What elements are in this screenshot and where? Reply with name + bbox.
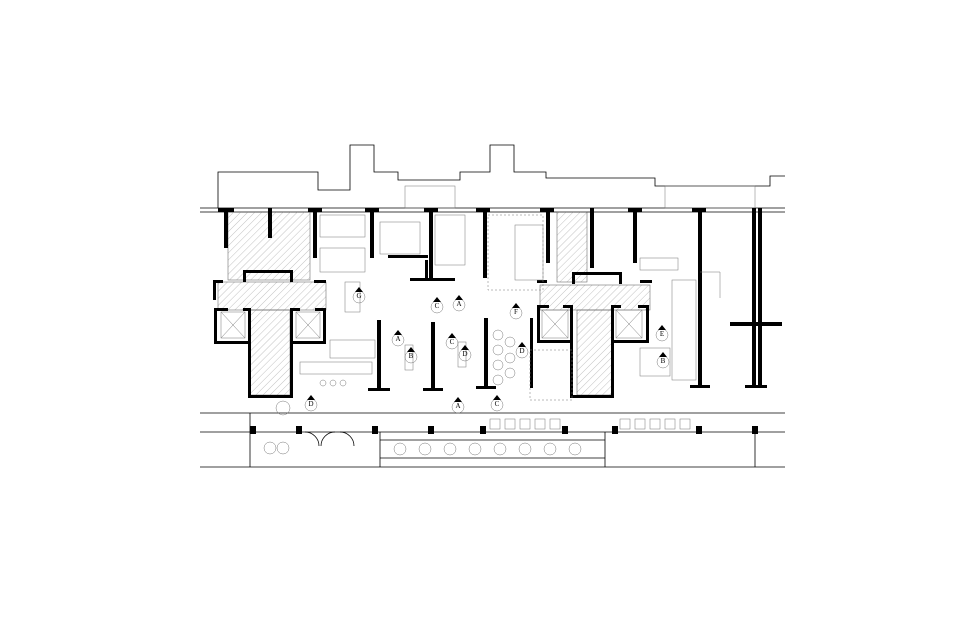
section-marker-arrow-icon bbox=[493, 395, 501, 400]
section-marker-letter: D bbox=[462, 350, 467, 358]
section-marker: C bbox=[430, 297, 444, 314]
section-marker-letter: C bbox=[435, 302, 440, 310]
section-marker-letter: G bbox=[356, 292, 361, 300]
furniture bbox=[299, 214, 721, 401]
section-marker-arrow-icon bbox=[455, 295, 463, 300]
section-marker-arrow-icon bbox=[454, 397, 462, 402]
section-marker-letter: C bbox=[450, 338, 455, 346]
section-marker: G bbox=[352, 287, 366, 304]
hatched-cores bbox=[217, 211, 651, 396]
section-marker: C bbox=[445, 333, 459, 350]
section-marker-letter: E bbox=[660, 330, 664, 338]
section-marker-arrow-icon bbox=[659, 352, 667, 357]
section-marker-arrow-icon bbox=[512, 303, 520, 308]
section-marker-arrow-icon bbox=[307, 395, 315, 400]
section-marker: D bbox=[458, 345, 472, 362]
section-marker-letter: A bbox=[455, 402, 460, 410]
section-marker-letter: C bbox=[495, 400, 500, 408]
section-marker: C bbox=[490, 395, 504, 412]
section-marker: F bbox=[509, 303, 523, 320]
section-marker-arrow-icon bbox=[394, 330, 402, 335]
section-marker-arrow-icon bbox=[448, 333, 456, 338]
section-marker: A bbox=[452, 295, 466, 312]
section-marker-arrow-icon bbox=[461, 345, 469, 350]
top-outline bbox=[200, 144, 785, 213]
storefront bbox=[200, 400, 785, 468]
section-marker: B bbox=[656, 352, 670, 369]
section-marker-letter: D bbox=[308, 400, 313, 408]
walls bbox=[213, 208, 782, 398]
section-marker-letter: A bbox=[395, 335, 400, 343]
section-marker-letter: A bbox=[456, 300, 461, 308]
section-marker-arrow-icon bbox=[518, 342, 526, 347]
section-marker-arrow-icon bbox=[355, 287, 363, 292]
section-marker-arrow-icon bbox=[433, 297, 441, 302]
section-marker: E bbox=[655, 325, 669, 342]
section-marker-letter: B bbox=[409, 352, 414, 360]
section-marker-arrow-icon bbox=[407, 347, 415, 352]
section-marker-arrow-icon bbox=[658, 325, 666, 330]
section-marker: D bbox=[515, 342, 529, 359]
section-marker-letter: B bbox=[661, 357, 666, 365]
section-marker: A bbox=[451, 397, 465, 414]
section-marker: D bbox=[304, 395, 318, 412]
section-marker-letter: F bbox=[514, 308, 518, 316]
section-marker-letter: D bbox=[519, 347, 524, 355]
section-marker: A bbox=[391, 330, 405, 347]
section-marker: B bbox=[404, 347, 418, 364]
